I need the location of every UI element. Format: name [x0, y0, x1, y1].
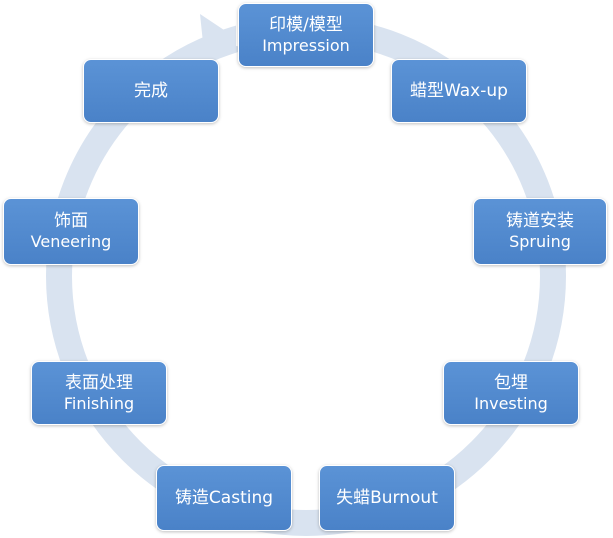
step-investing: 包埋 Investing	[443, 361, 579, 425]
step-investing-en: Investing	[474, 393, 548, 413]
step-spruing-zh: 铸道安装	[506, 211, 574, 232]
step-burnout-label: 失蜡Burnout	[336, 487, 438, 508]
step-spruing: 铸道安装 Spruing	[473, 198, 607, 265]
step-finishing: 表面处理 Finishing	[31, 361, 167, 425]
step-veneering-en: Veneering	[30, 232, 112, 252]
step-veneering-zh: 饰面	[54, 211, 88, 232]
step-casting: 铸造Casting	[156, 465, 292, 531]
step-wax-up-label: 蜡型Wax-up	[410, 80, 508, 101]
step-wax-up: 蜡型Wax-up	[391, 59, 527, 123]
step-veneering: 饰面 Veneering	[3, 198, 139, 265]
step-spruing-en: Spruing	[509, 232, 571, 252]
step-impression-en: Impression	[262, 35, 350, 55]
step-impression: 印模/模型 Impression	[238, 3, 374, 67]
step-casting-label: 铸造Casting	[174, 487, 274, 508]
step-complete-label: 完成	[134, 80, 168, 101]
step-burnout: 失蜡Burnout	[319, 465, 455, 531]
step-finishing-en: Finishing	[63, 393, 135, 413]
ring-arrowhead	[200, 14, 236, 62]
step-complete: 完成	[83, 59, 219, 123]
step-impression-zh: 印模/模型	[269, 14, 343, 35]
step-investing-zh: 包埋	[494, 372, 528, 393]
step-finishing-zh: 表面处理	[65, 372, 133, 393]
